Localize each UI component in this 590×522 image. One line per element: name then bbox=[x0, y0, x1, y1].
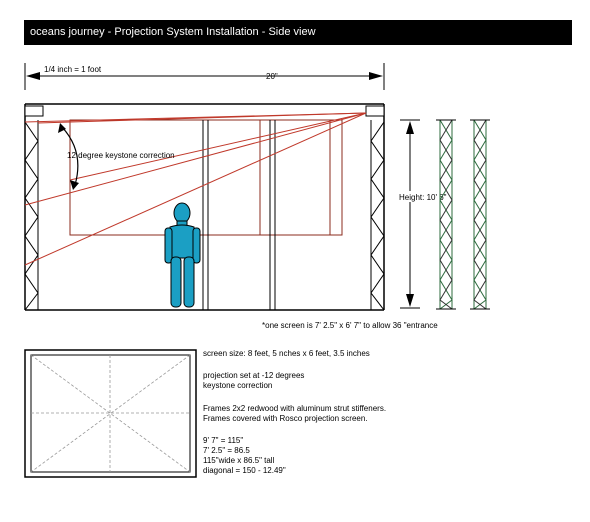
scale-label: 1/4 inch = 1 foot bbox=[44, 65, 102, 74]
height-dimension: Height: 10' 6" bbox=[398, 119, 447, 309]
note-calc-1: 9' 7" = 115" bbox=[203, 436, 244, 445]
keystone-arrow: 12 degree keystone correction bbox=[58, 123, 175, 190]
note-frames-1: Frames 2x2 redwood with aluminum strut s… bbox=[203, 404, 387, 413]
screens bbox=[69, 119, 343, 310]
truss-side-view-2 bbox=[470, 119, 490, 310]
person-figure bbox=[164, 202, 201, 308]
note-calc-3: 115"wide x 86.5" tall bbox=[203, 456, 275, 465]
width-dimension: 1/4 inch = 1 foot 20" bbox=[24, 63, 385, 90]
note-calc-4: diagonal = 150 - 12.49" bbox=[203, 466, 286, 475]
keystone-label: 12 degree keystone correction bbox=[67, 151, 175, 160]
diagram-title: oceans journey - Projection System Insta… bbox=[30, 26, 316, 38]
entrance-note: *one screen is 7' 2.5" x 6' 7" to allow … bbox=[262, 321, 438, 330]
height-label: Height: 10' 6" bbox=[399, 193, 447, 202]
note-frames-2: Frames covered with Rosco projection scr… bbox=[203, 414, 368, 423]
width-label: 20" bbox=[266, 72, 278, 81]
note-projection-2: keystone correction bbox=[203, 381, 273, 390]
truss-side-view-1 bbox=[436, 119, 456, 310]
title-bar: oceans journey - Projection System Insta… bbox=[24, 20, 572, 45]
note-calc-2: 7' 2.5" = 86.5 bbox=[203, 446, 250, 455]
screen-frame-detail bbox=[24, 349, 197, 478]
notes-frames: Frames 2x2 redwood with aluminum strut s… bbox=[203, 404, 386, 424]
projection-beams bbox=[24, 112, 367, 266]
right-truss bbox=[370, 120, 385, 311]
notes-screen-size: screen size: 8 feet, 5 nches x 6 feet, 3… bbox=[203, 349, 370, 359]
note-screen-size: screen size: 8 feet, 5 nches x 6 feet, 3… bbox=[203, 349, 370, 358]
left-truss bbox=[24, 120, 39, 311]
notes-projection: projection set at -12 degrees keystone c… bbox=[203, 371, 304, 391]
notes-calculations: 9' 7" = 115" 7' 2.5" = 86.5 115"wide x 8… bbox=[203, 436, 286, 476]
note-projection-1: projection set at -12 degrees bbox=[203, 371, 305, 380]
